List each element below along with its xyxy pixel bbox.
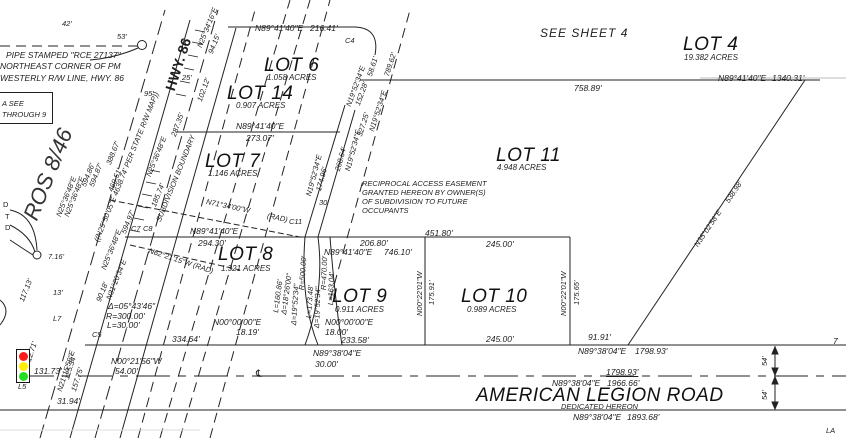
curve-l5-label: L5 (18, 382, 27, 391)
dim-south-bearing: N89°38'04"E (578, 346, 627, 356)
lot-7-acres: 1.146 ACRES (208, 169, 258, 178)
dim-lot4-length: 1340.31' (772, 73, 805, 83)
dim-n00-22-left: N00°22'01"W (415, 271, 424, 316)
dim-95: 95' (144, 89, 154, 98)
dim-30: 30' (319, 198, 329, 207)
dim-n00-21: N00°21'56"W (111, 356, 162, 366)
dim-n00-left: N00°00'00"E (213, 317, 262, 327)
centerline-length-1: 1798.93' (606, 367, 639, 377)
lot-11-label: LOT 11 (496, 145, 561, 166)
signal-yellow-light-icon (18, 362, 28, 371)
pipe-note-line-3: WESTERLY R/W LINE, HWY. 86 (0, 73, 124, 83)
road-name: AMERICAN LEGION ROAD (476, 385, 724, 406)
curve-l-163: L=163.04' (326, 272, 337, 306)
dim-lot4-bearing: N89°41'40"E (718, 73, 767, 83)
dim-53: 53' (117, 32, 127, 41)
dim-245-top: 245.00' (486, 239, 514, 249)
curve-radius: R=300.00' (106, 311, 145, 321)
road-south-length: 1893.68' (627, 412, 660, 422)
road-half-width-north: 54' (760, 356, 769, 366)
note-box-line-1: A SEE (2, 99, 24, 108)
lot-9-label: LOT 9 (332, 286, 388, 307)
dim-131-73: 131.73' (34, 366, 62, 376)
lot-4-label: LOT 4 (683, 34, 739, 55)
lot-8-acres: 1.321 ACRES (221, 264, 271, 273)
signal-red-light-icon (18, 352, 28, 361)
dim-206-80: 206.80' (360, 238, 388, 248)
dim-30-00: 30.00' (315, 359, 338, 369)
curve-l7-label: L7 (53, 314, 62, 323)
note-box-line-2: THROUGH 9 (2, 110, 47, 119)
curve-c4-label: C4 (345, 36, 355, 45)
legend-letter-d2: D (5, 223, 11, 232)
dim-top-length: 216.41' (310, 23, 338, 33)
lot-10-acres: 0.989 ACRES (467, 305, 517, 314)
dim-south-length: 1798.93' (635, 346, 668, 356)
edge-number: 7 (833, 336, 838, 346)
easement-note-line-1: RECIPROCAL ACCESS EASEMENT (362, 179, 487, 188)
dim-lot8-bearing: N89°41'40"E (190, 226, 239, 236)
dim-lot9-bearing: N89°41'40"E (324, 247, 373, 257)
corner-text: LA (826, 426, 836, 435)
dim-758-89: 758.89' (574, 83, 602, 93)
dim-31-94: 31.94' (57, 396, 80, 406)
lot-9-acres: 0.911 ACRES (335, 305, 384, 314)
dim-n89-30: N89°38'04"E (313, 348, 362, 358)
dim-42: 42' (62, 19, 72, 28)
dim-54-00: 54.00' (115, 366, 138, 376)
lot-14-label: LOT 14 (227, 83, 294, 104)
centerline-symbol: ℄ (256, 369, 263, 380)
dim-n00-22-right: N00°22'01"W (559, 271, 568, 316)
dim-334-64: 334.64' (172, 334, 200, 344)
pipe-note-line-1: PIPE STAMPED "RCE 27137" (6, 50, 121, 60)
curve-delta-19b: Δ=19°52'34" (312, 286, 323, 329)
dim-7-16: 7.16' (48, 252, 65, 261)
easement-note-line-4: OCCUPANTS (362, 206, 409, 215)
pipe-note-line-2: NORTHEAST CORNER OF PM (0, 61, 121, 71)
legend-letter-t: T (5, 212, 10, 221)
lot-7-label: LOT 7 (205, 151, 261, 172)
dim-245-bottom: 245.00' (486, 334, 514, 344)
sheet-reference-box: A SEE THROUGH 9 (0, 92, 53, 124)
centerline-bearing: N89°38'04"E (552, 378, 601, 388)
lot-11-acres: 4.948 ACRES (497, 163, 547, 172)
curve-c11-label: C11 (289, 217, 303, 226)
easement-note-line-3: OF SUBDIVISION TO FUTURE (362, 197, 468, 206)
lot-4-acres: 19.382 ACRES (684, 53, 738, 62)
traffic-signal-icon (16, 349, 30, 383)
dim-18-19: 18.19' (236, 327, 259, 337)
dim-746-10: 746.10' (384, 247, 412, 257)
dim-91-91: 91.91' (588, 332, 611, 342)
legend-letter-d1: D (3, 200, 9, 209)
dim-lot7-bearing: N89°41'40"E (236, 121, 285, 131)
dim-lot8-length: 294.30' (198, 238, 226, 248)
dim-25: 25' (182, 73, 192, 82)
lot-6-acres: 1.058 ACRES (267, 73, 317, 82)
dim-n00-right: N00°00'00"E (325, 317, 374, 327)
signal-green-light-icon (18, 372, 28, 381)
easement-note-line-2: GRANTED HEREON BY OWNER(S) (362, 188, 486, 197)
dim-18-00: 18.00' (325, 327, 348, 337)
see-sheet-label: SEE SHEET 4 (540, 26, 629, 40)
curve-c5-label: C5 (92, 330, 102, 339)
dim-175-65: 175.65' (572, 280, 581, 305)
dim-13: 13' (53, 288, 63, 297)
dim-451-80: 451.80' (425, 228, 453, 238)
curve-c8-label: C8 (143, 224, 153, 233)
lot-6-label: LOT 6 (264, 55, 320, 76)
lot-8-label: LOT 8 (218, 244, 274, 265)
lot-10-label: LOT 10 (461, 286, 528, 307)
dim-lot7-length: 273.07' (246, 133, 274, 143)
dim-233-58: 233.58' (341, 335, 369, 345)
curve-length: L=30.00' (107, 320, 140, 330)
road-south-bearing: N89°38'04"E (573, 412, 622, 422)
curve-c7-label: C7 (131, 224, 141, 233)
curve-delta: Δ=05°43'46" (108, 301, 156, 311)
dim-175-91: 175.91' (427, 280, 436, 305)
dim-top-bearing: N89°41'40"E (255, 23, 304, 33)
road-half-width-south: 54' (760, 390, 769, 400)
lot-14-acres: 0.907 ACRES (236, 101, 286, 110)
road-dedication-note: DEDICATED HEREON (561, 402, 638, 411)
centerline-length-2: 1966.66' (607, 378, 640, 388)
